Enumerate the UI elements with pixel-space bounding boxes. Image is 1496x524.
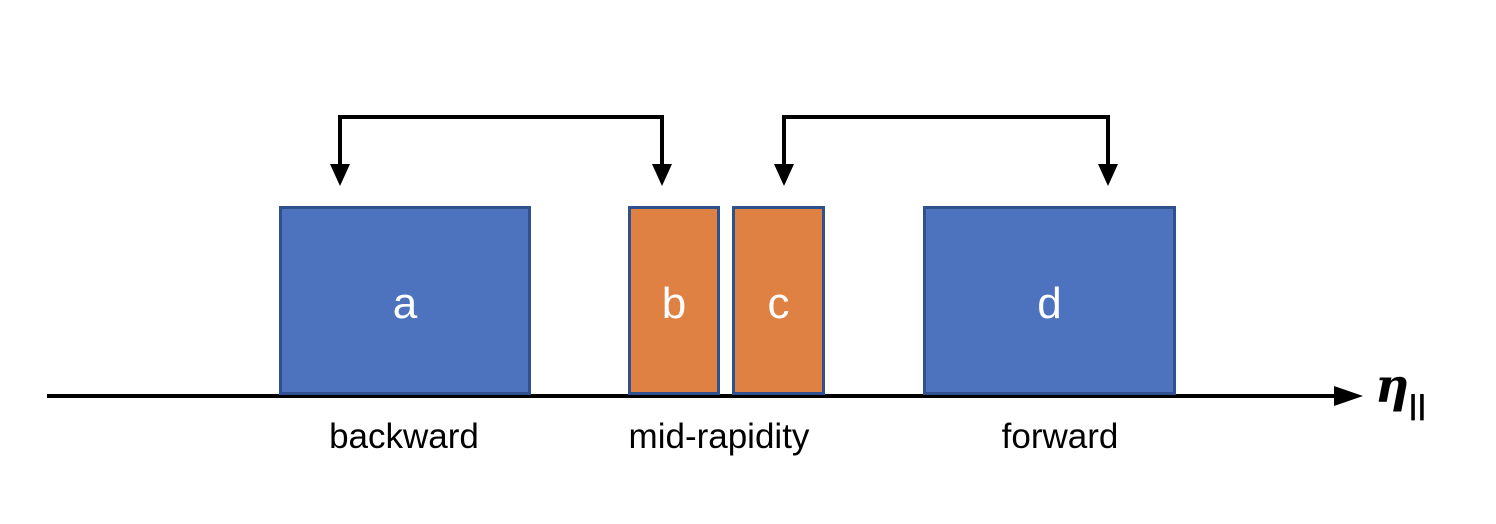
box-c: c bbox=[732, 206, 825, 395]
eta-axis-line bbox=[47, 386, 1363, 406]
bracket-arrow-c-to-d bbox=[774, 115, 1118, 186]
bracket-arrow-a-to-b bbox=[330, 115, 672, 186]
region-label-forward: forward bbox=[1001, 417, 1119, 456]
region-label-mid-rapidity: mid-rapidity bbox=[628, 417, 810, 456]
down-arrowhead-icon bbox=[330, 164, 350, 186]
down-arrowhead-icon bbox=[652, 164, 672, 186]
axis-arrowhead-icon bbox=[1334, 386, 1363, 406]
eta-symbol: η bbox=[1375, 359, 1410, 414]
box-a: a bbox=[279, 206, 531, 395]
down-arrowhead-icon bbox=[1098, 164, 1118, 186]
box-b: b bbox=[628, 206, 720, 395]
axis-label-eta: η|| bbox=[1375, 363, 1427, 420]
eta-subscript: || bbox=[1409, 389, 1427, 420]
region-label-backward: backward bbox=[329, 417, 479, 456]
box-c-label: c bbox=[767, 278, 790, 328]
box-a-label: a bbox=[392, 278, 418, 328]
down-arrowhead-icon bbox=[774, 164, 794, 186]
box-d: d bbox=[923, 206, 1176, 395]
box-b-label: b bbox=[661, 278, 687, 328]
box-d-label: d bbox=[1037, 278, 1062, 328]
